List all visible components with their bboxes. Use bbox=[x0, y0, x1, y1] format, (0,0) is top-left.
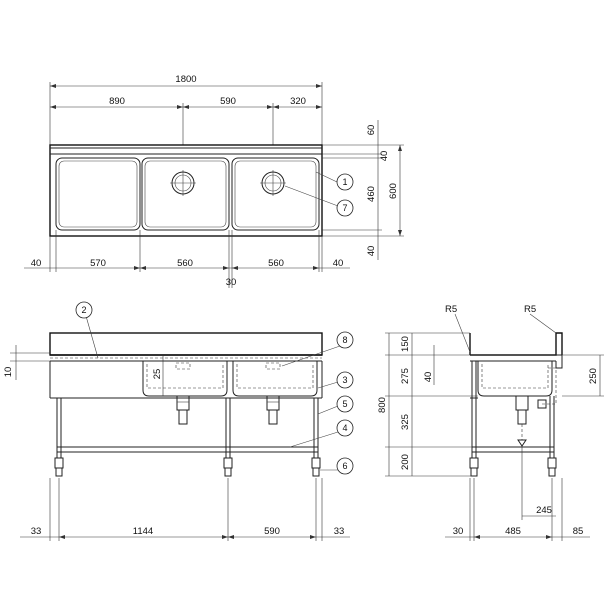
dim-275: 275 bbox=[400, 368, 411, 384]
dim-40-right: 40 bbox=[333, 258, 344, 269]
radius-label-left: R5 bbox=[445, 304, 457, 315]
dim-10: 10 bbox=[3, 367, 14, 378]
dim-1144: 1144 bbox=[133, 526, 153, 537]
dim-245: 245 bbox=[536, 505, 552, 516]
dim-485: 485 bbox=[505, 526, 521, 537]
callout-8-label: 8 bbox=[342, 335, 347, 345]
callout-7 bbox=[336, 199, 354, 217]
side-view: R5 R5 800 150 275 325 200 40 250 245 bbox=[377, 304, 604, 541]
dim-30-side: 30 bbox=[453, 526, 464, 537]
top-view: 1800 890 590 320 1 7 bbox=[24, 74, 404, 288]
callout-2 bbox=[75, 301, 93, 319]
dim-33-left: 33 bbox=[31, 526, 42, 537]
dim-200: 200 bbox=[400, 454, 411, 470]
dim-85: 85 bbox=[573, 526, 584, 537]
dim-570: 570 bbox=[90, 258, 106, 269]
callout-6-label: 6 bbox=[342, 461, 347, 471]
dim-560-b: 560 bbox=[268, 258, 284, 269]
callout-3 bbox=[336, 371, 354, 389]
dim-60: 60 bbox=[366, 125, 377, 136]
dim-overall-width: 1800 bbox=[175, 74, 196, 85]
dim-40-left: 40 bbox=[31, 258, 42, 269]
dim-320: 320 bbox=[290, 96, 306, 107]
dim-30-gap: 30 bbox=[226, 277, 237, 288]
dim-560-a: 560 bbox=[177, 258, 193, 269]
dim-600: 600 bbox=[388, 183, 399, 199]
callout-1 bbox=[336, 173, 354, 191]
callout-3-label: 3 bbox=[342, 375, 347, 385]
dim-325: 325 bbox=[400, 414, 411, 430]
dim-890: 890 bbox=[109, 96, 125, 107]
dim-590: 590 bbox=[220, 96, 236, 107]
dim-33-right: 33 bbox=[334, 526, 345, 537]
dim-590-front: 590 bbox=[264, 526, 280, 537]
dim-460: 460 bbox=[366, 186, 377, 202]
radius-label-right: R5 bbox=[524, 304, 536, 315]
callout-8 bbox=[336, 331, 354, 349]
callout-5 bbox=[336, 395, 354, 413]
dim-40-bottom: 40 bbox=[366, 246, 377, 257]
front-view: 10 25 bbox=[3, 301, 354, 541]
callout-4-label: 4 bbox=[342, 423, 347, 433]
callout-1-label: 1 bbox=[342, 177, 347, 187]
callout-2-label: 2 bbox=[81, 305, 86, 315]
callout-7-label: 7 bbox=[342, 203, 347, 213]
callout-5-label: 5 bbox=[342, 399, 347, 409]
dim-250: 250 bbox=[588, 368, 599, 384]
dim-40-side: 40 bbox=[423, 372, 434, 383]
dim-800: 800 bbox=[377, 397, 388, 413]
callout-6 bbox=[336, 457, 354, 475]
callout-4 bbox=[336, 419, 354, 437]
dim-40-top: 40 bbox=[379, 151, 390, 162]
dim-150: 150 bbox=[400, 336, 411, 352]
dim-25: 25 bbox=[152, 369, 163, 380]
